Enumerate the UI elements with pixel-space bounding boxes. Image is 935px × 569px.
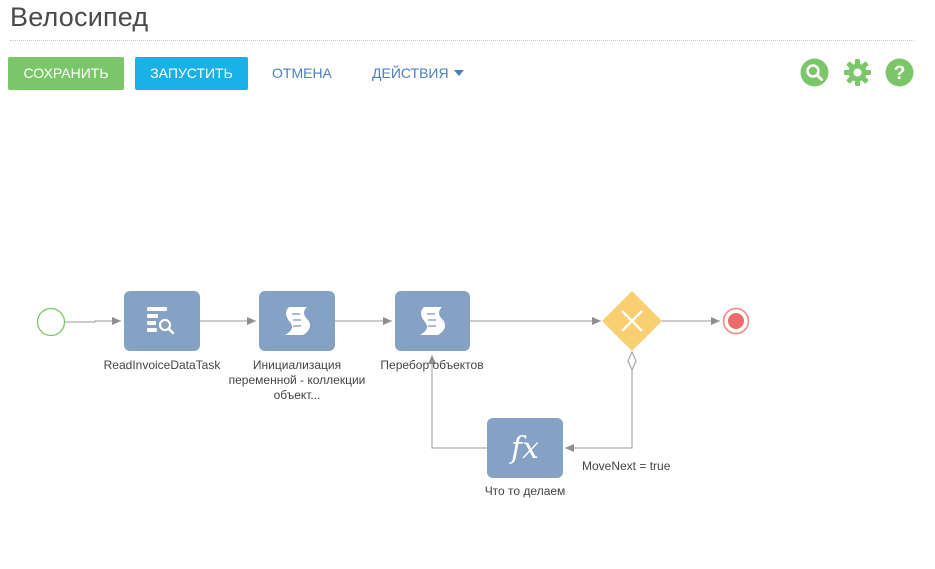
flow-start-read[interactable] (65, 317, 121, 325)
save-button[interactable]: СОХРАНИТЬ (8, 57, 124, 90)
page-title: Велосипед (10, 2, 149, 32)
gear-icon[interactable] (843, 58, 872, 87)
cancel-button[interactable]: ОТМЕНА (272, 65, 332, 81)
end-event[interactable] (722, 307, 750, 335)
run-button[interactable]: ЗАПУСТИТЬ (135, 57, 248, 90)
help-icon[interactable]: ? (885, 58, 914, 87)
chevron-down-icon (453, 70, 464, 76)
task-read-invoice-data[interactable] (124, 291, 200, 351)
flow-formula-loop[interactable] (428, 355, 487, 449)
start-event[interactable] (36, 307, 66, 337)
svg-text:?: ? (894, 63, 906, 84)
actions-dropdown[interactable]: ДЕЙСТВИЯ (372, 57, 464, 90)
close-icon (621, 310, 643, 332)
script-icon (420, 307, 446, 335)
flow-gateway-formula[interactable] (565, 350, 637, 452)
actions-label: ДЕЙСТВИЯ (372, 65, 449, 81)
task-iterate-objects-label: Перебор объектов (380, 358, 484, 372)
task-formula-label: Что то делаем (484, 484, 566, 498)
script-icon (285, 307, 311, 335)
task-iterate-objects[interactable] (395, 291, 470, 351)
task-formula[interactable]: fx (487, 418, 563, 478)
task-init-collection[interactable] (259, 291, 335, 351)
task-init-collection-label: Инициализация переменной - коллекции объ… (228, 358, 366, 402)
flow-condition-label: MoveNext = true (582, 459, 671, 473)
title-divider (10, 40, 914, 41)
search-icon[interactable] (800, 58, 829, 87)
formula-icon: fx (509, 431, 539, 466)
conditional-flow-diamond (627, 350, 637, 372)
read-data-icon (147, 307, 175, 335)
exclusive-gateway[interactable] (602, 291, 662, 351)
task-read-invoice-data-label: ReadInvoiceDataTask (103, 358, 221, 372)
